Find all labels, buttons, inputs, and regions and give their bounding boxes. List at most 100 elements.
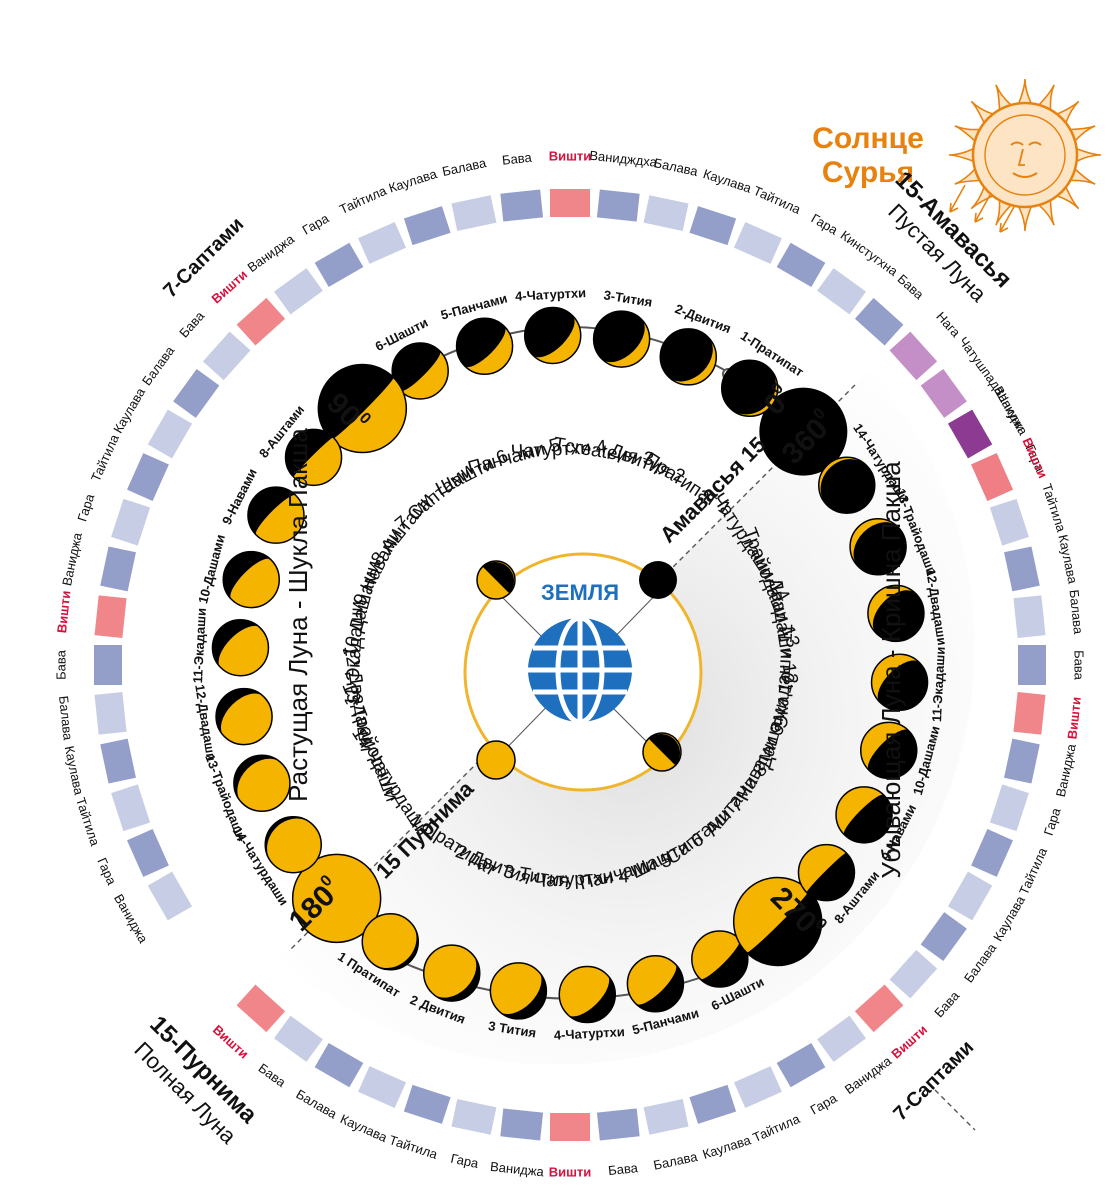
moon-waning-3 (489, 962, 548, 1020)
earth-moon-full (476, 740, 516, 780)
karana-newmoon-box-0 (889, 331, 938, 381)
karana-waxing-label-16: Балава (139, 343, 178, 388)
karana-waxing-label-22: Бава (53, 649, 68, 680)
karana-waning-box-3 (358, 1066, 407, 1108)
karana-waxing-label-15: Бава (176, 308, 208, 341)
karana-waxing-label-5: Балава (652, 155, 699, 179)
tithi-label-waxing-12: 12-Двадаши (192, 683, 219, 762)
karana-newmoon-label-2: Шакуни (993, 387, 1029, 434)
karana-waning-label-3: Каулава (338, 1111, 390, 1145)
karana-waning-label-13: Ваниджа (842, 1053, 895, 1097)
karana-waning-label-25: Тайтила (1039, 482, 1069, 535)
karana-waning-label-24: Каулава (1055, 533, 1080, 585)
moon-waxing-10 (222, 550, 280, 609)
sun-ray (1037, 84, 1055, 111)
sun-ray (948, 147, 975, 163)
karana-waxing-box-16 (173, 369, 220, 418)
sun-label-line2: Сурья (822, 156, 914, 189)
karana-newmoon-box-1 (920, 369, 967, 418)
moon-waxing-13 (233, 754, 291, 813)
earth-moon-waxing (476, 560, 516, 600)
karana-waxing-box-11 (358, 222, 407, 264)
karana-waxing-label-17: Каулава (110, 385, 148, 436)
karana-waxing-label-11: Тайтила (337, 183, 389, 217)
karana-waning-label-14: Вишти (888, 1022, 930, 1062)
karana-waning-label-22: Бава (1072, 650, 1087, 681)
karana-waxing-box-15 (202, 331, 251, 381)
tithi-label-waning-4: 4-Чатуртхи (553, 1024, 625, 1043)
moon-full-purnima (291, 853, 382, 944)
karana-waning-label-6: Ваниджа (489, 1159, 545, 1180)
moon-waxing-1 (720, 359, 779, 417)
earth-moon-waning (642, 732, 682, 772)
karana-waning-label-9: Балава (652, 1149, 699, 1173)
karana-newmoon-box-2 (947, 409, 993, 459)
karana-waxing-box-5 (643, 195, 689, 231)
karana-waxing-label-0: Бава (895, 271, 928, 303)
karana-waning-box-18 (971, 828, 1013, 877)
sun-ray (1037, 199, 1055, 226)
sun-ray (1069, 125, 1096, 143)
karana-waning-box-7 (550, 1113, 590, 1141)
karana-waning-label-5: Гара (449, 1151, 480, 1172)
karana-waxing-box-23 (94, 691, 127, 735)
moon-waning-7 (732, 876, 823, 967)
moon-waning-4 (558, 965, 617, 1024)
sun-ray (954, 125, 981, 143)
karana-waxing-label-10: Каулава (387, 166, 440, 196)
karana-waxing-box-12 (314, 242, 364, 288)
karana-waxing-box-26 (127, 828, 169, 877)
moon-waning-9 (835, 786, 893, 844)
karana-waxing-box-6 (596, 189, 640, 222)
karana-waxing-box-20 (100, 546, 136, 592)
moon-waning-10 (860, 721, 918, 780)
moon-waning-6 (691, 930, 749, 988)
karana-waxing-label-9: Балава (441, 155, 488, 179)
karana-waning-label-17: Каулава (990, 893, 1028, 944)
sun-ray (1069, 167, 1096, 185)
karana-waning-box-23 (1013, 595, 1046, 639)
karana-waxing-label-3: Тайтила (751, 183, 803, 217)
karana-waning-box-10 (689, 1084, 737, 1124)
moon-waning-12 (867, 584, 925, 643)
karana-waning-label-1: Бава (256, 1060, 290, 1090)
moon-waxing-14 (264, 815, 322, 874)
karana-waning-box-14 (854, 984, 904, 1033)
karana-waning-label-0: Вишти (210, 1022, 252, 1062)
moon-waning-14 (818, 456, 876, 515)
karana-waxing-box-0 (854, 297, 904, 346)
karana-waning-label-4: Тайтила (387, 1132, 440, 1162)
waning-moon-label: Убывающая Луна - Кришна Пакша (876, 461, 906, 879)
earth-moon-new (639, 561, 677, 599)
moon-waxing-8 (284, 428, 343, 487)
karana-waning-box-6 (500, 1108, 544, 1141)
karana-waning-box-0 (236, 984, 286, 1033)
karana-waning-box-19 (989, 784, 1029, 832)
moon-waxing-3 (592, 310, 651, 368)
moon-new-amavasya (759, 387, 848, 476)
karana-waning-label-7: Вишти (549, 1164, 592, 1179)
moon-waning-5 (626, 955, 685, 1013)
earth-label: ЗЕМЛЯ (541, 580, 619, 605)
axis-90-270 (934, 1089, 976, 1131)
karana-waning-label-18: Тайтила (1016, 845, 1050, 897)
karana-waning-box-9 (643, 1099, 689, 1135)
karana-waxing-label-20: Ваниджа (59, 531, 85, 588)
karana-waxing-label-25: Тайтила (73, 796, 103, 849)
karana-waxing-box-25 (111, 784, 151, 832)
sun-icon (948, 78, 1102, 232)
karana-waning-box-5 (451, 1099, 497, 1135)
karana-waning-box-2 (314, 1042, 364, 1088)
karana-waxing-label-7: Вишти (549, 148, 592, 163)
karana-waning-label-12: Гара (808, 1090, 840, 1117)
sun-ray (1017, 205, 1033, 232)
sun-ray (1017, 78, 1033, 105)
karana-waxing-box-14 (236, 297, 286, 346)
karana-waning-box-25 (989, 498, 1029, 546)
karana-waning-box-13 (817, 1015, 866, 1062)
karana-waxing-label-26: Гара (94, 855, 119, 887)
karana-waning-box-20 (1004, 738, 1040, 784)
karana-waxing-label-2: Гара (809, 211, 841, 238)
tithi-label-waning-3: 3 Тития (487, 1018, 537, 1040)
karana-waxing-label-21: Вишти (54, 590, 73, 634)
